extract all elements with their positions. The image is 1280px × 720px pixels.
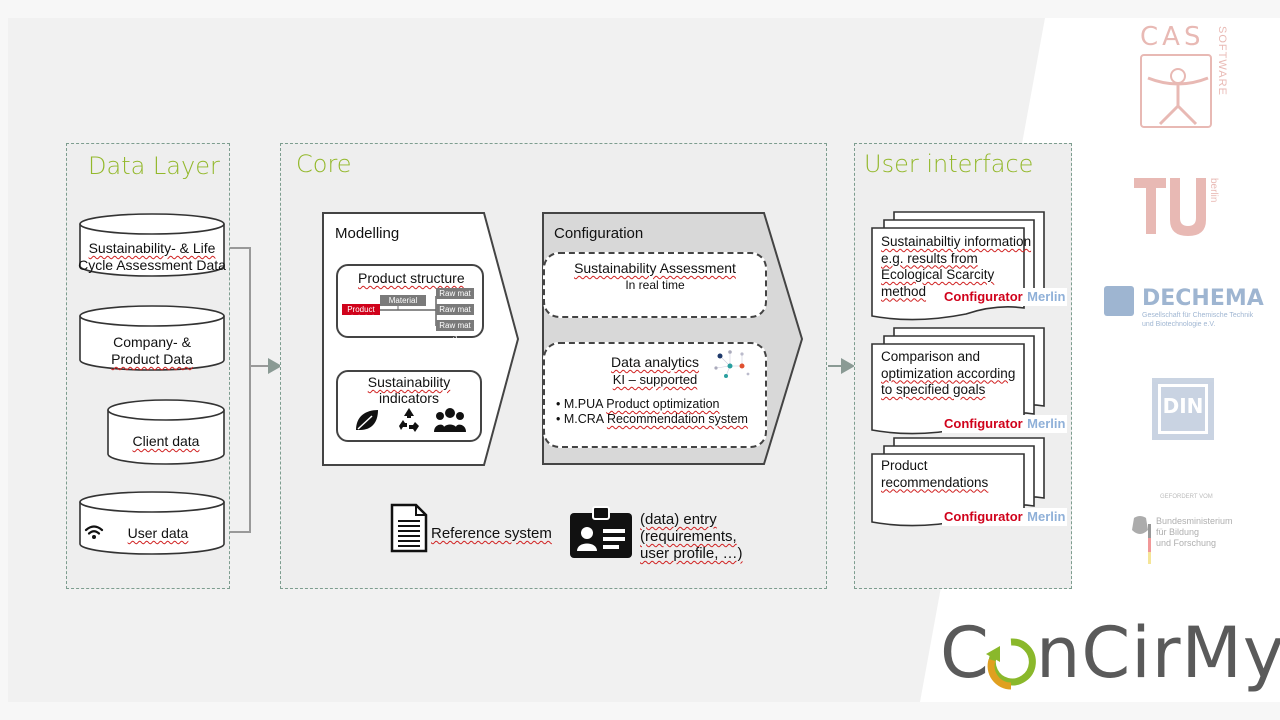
bmbf-logo: GEFÖRDERT VOM Bundesministerium für Bild… bbox=[1128, 494, 1258, 570]
data-analytics-box bbox=[543, 342, 767, 448]
analytics-bullets: • M.PUA Product optimization • M.CRA Rec… bbox=[556, 397, 748, 427]
data-layer-title: Data Layer bbox=[88, 152, 220, 180]
concirmy-c: C bbox=[940, 612, 990, 694]
leaf-icon bbox=[356, 410, 378, 430]
product-structure-title: Product structure bbox=[358, 270, 465, 286]
dechema-logo: DECHEMA Gesellschaft für Chemische Techn… bbox=[1104, 284, 1264, 334]
slide-top-bar bbox=[0, 0, 1280, 18]
slide-bottom-bar bbox=[0, 702, 1280, 720]
sustainability-indicators-label: Sustainability indicators bbox=[367, 374, 451, 406]
recycle-icon bbox=[399, 408, 419, 432]
assessment-sub: In real time bbox=[625, 278, 685, 292]
concirmy-circular-arrow-icon bbox=[986, 638, 1036, 690]
cyl-client-data: Client data bbox=[132, 433, 200, 449]
ui-card-3-text: Product recommendations bbox=[881, 458, 989, 490]
concirmy-logo: C nCirMy bbox=[940, 612, 1280, 700]
analytics-title-block: Data analytics KI – supported bbox=[611, 354, 699, 387]
material-node: Material bbox=[380, 295, 426, 306]
bullet-pua: • M.PUA Product optimization bbox=[556, 397, 720, 411]
ui-card-2-text: Comparison and optimization according to… bbox=[881, 349, 1016, 397]
sustainability-assessment-box bbox=[543, 252, 767, 318]
document-icon bbox=[390, 503, 428, 553]
raw-mat-3: Raw mat 3 bbox=[436, 320, 474, 341]
configuration-title: Configuration bbox=[554, 225, 644, 242]
entry-label: (data) entry (requirements, user profile… bbox=[640, 511, 743, 562]
product-node: Product bbox=[342, 304, 380, 315]
reference-system-label: Reference system bbox=[431, 525, 552, 542]
assessment-title: Sustainability Assessment bbox=[574, 260, 736, 276]
ui-card-1-text: Sustainabiltiy information e.g. results … bbox=[881, 234, 1032, 299]
wifi-icon bbox=[84, 525, 104, 539]
people-icon bbox=[434, 408, 466, 432]
cyl-lca-data: Sustainability- & Life Cycle Assessment … bbox=[78, 240, 226, 273]
raw-mat-2: Raw mat 2 bbox=[436, 304, 474, 325]
raw-mat-1: Raw mat 1 bbox=[436, 288, 474, 309]
ui-card-2-configurator: Configurator Merlin bbox=[942, 415, 1068, 433]
slide-left-bar bbox=[0, 18, 8, 702]
din-logo: DIN bbox=[1152, 378, 1214, 440]
tu-berlin-logo: berlin bbox=[1130, 174, 1220, 240]
concirmy-rest: nCirMy bbox=[1036, 612, 1280, 694]
network-graph-icon bbox=[714, 350, 750, 378]
cas-software-logo: CAS SOFTWARE bbox=[1130, 20, 1240, 132]
ui-card-1-configurator: Configurator Merlin bbox=[942, 288, 1068, 306]
data-cylinders bbox=[79, 213, 225, 555]
cyl-company-data: Company- & Product Data bbox=[111, 334, 193, 367]
cyl-user-data: User data bbox=[127, 525, 189, 541]
core-title: Core bbox=[296, 150, 352, 178]
user-interface-title: User interface bbox=[864, 150, 1034, 178]
modelling-title: Modelling bbox=[335, 225, 400, 242]
ui-card-3-configurator: Configurator Merlin bbox=[942, 508, 1068, 526]
bullet-cra: • M.CRA Recommendation system bbox=[556, 412, 748, 426]
id-card-icon bbox=[570, 506, 632, 558]
